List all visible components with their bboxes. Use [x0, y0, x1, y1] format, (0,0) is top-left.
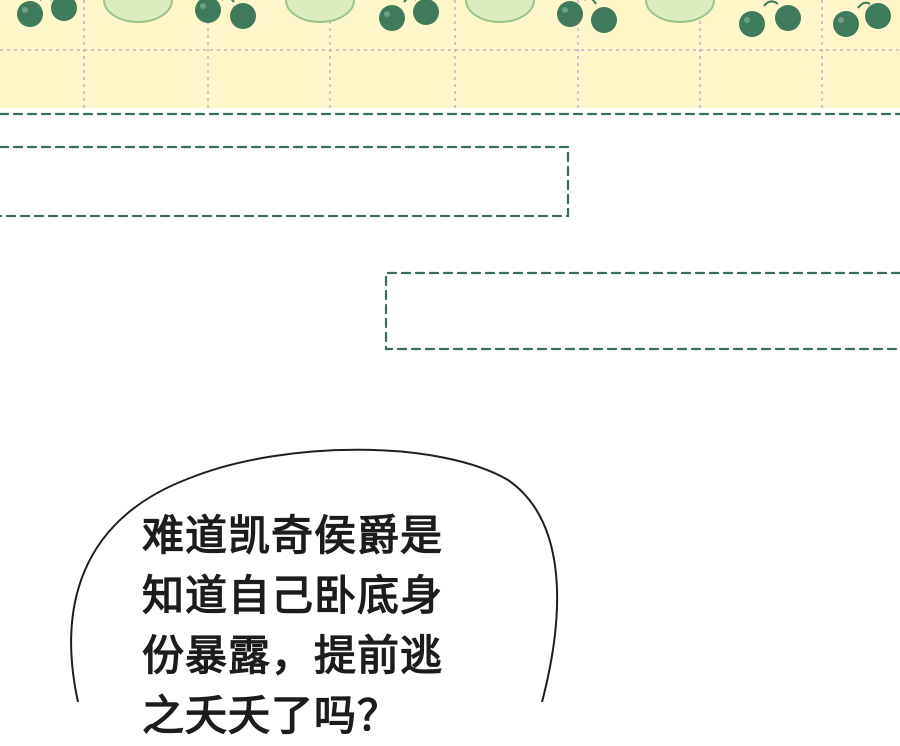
speech-bubble	[70, 448, 559, 702]
panel-frames	[0, 112, 900, 702]
lime-slices	[103, 0, 715, 23]
cherry-banner	[0, 0, 900, 108]
cherry-highlights	[22, 3, 844, 23]
speech-bubble-text: 难道凯奇侯爵是 知道自己卧底身 份暴露，提前逃 之夭夭了吗？	[142, 511, 444, 740]
grid-lines	[0, 0, 900, 108]
dashed-borders	[0, 112, 900, 351]
banner-art	[0, 0, 900, 108]
cherry-stems	[40, 0, 871, 9]
